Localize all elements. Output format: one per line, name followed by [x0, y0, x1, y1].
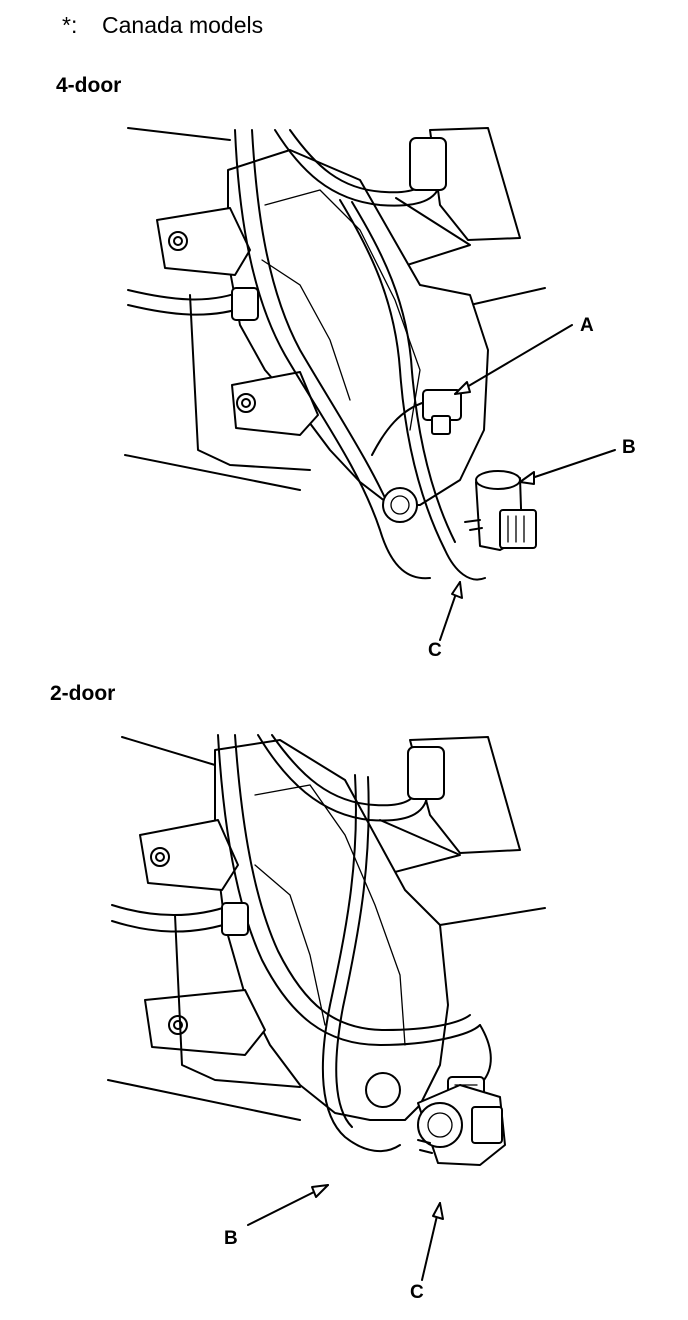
diagram-4-door	[0, 110, 688, 670]
callout-c-2door: C	[410, 1282, 424, 1303]
reservoir-grommet	[383, 488, 417, 522]
body-panel-line-right	[470, 288, 545, 305]
lower-mounting-bracket	[145, 990, 265, 1055]
reservoir-grommet	[366, 1073, 400, 1107]
reservoir-inner-contour-2	[255, 865, 325, 1025]
diagram-2-door	[0, 725, 688, 1315]
body-panel-line-top	[128, 128, 230, 140]
frame-lower-left	[175, 915, 300, 1087]
leader-b-arrow	[520, 472, 534, 484]
harness-left-branch	[128, 290, 245, 299]
motor-outlet-nozzle	[465, 520, 482, 530]
asterisk-symbol: *:	[62, 12, 78, 38]
leader-b-arrow	[312, 1185, 328, 1197]
reservoir-inner-contour-2	[262, 260, 350, 400]
heading-2-door: 2-door	[50, 682, 116, 705]
harness-clip	[222, 903, 248, 935]
harness-clip	[232, 288, 258, 320]
canada-models-note: *: Canada models	[62, 12, 263, 39]
callout-c-4door: C	[428, 640, 442, 661]
callout-a-4door: A	[580, 315, 594, 336]
main-wire-harness-edge	[252, 130, 395, 520]
upper-connector	[408, 747, 444, 799]
washer-hose-edge	[352, 202, 455, 542]
main-wire-harness	[218, 735, 480, 1045]
washer-hose	[323, 775, 400, 1151]
body-panel-line-right	[440, 908, 545, 925]
body-panel-line-bottom	[108, 1080, 300, 1120]
harness-to-connector	[480, 1025, 491, 1080]
harness-left-branch-2	[128, 305, 248, 315]
frame-lower-left	[190, 295, 310, 470]
washer-hose-edge	[336, 777, 368, 1127]
washer-motor-connector	[500, 510, 536, 548]
harness-left-branch-2	[112, 921, 236, 932]
harness-top-loop	[258, 735, 428, 821]
heading-4-door: 4-door	[56, 74, 122, 97]
harness-left-branch	[112, 905, 232, 915]
main-wire-harness	[235, 130, 430, 578]
main-wire-harness-edge	[235, 735, 470, 1030]
upper-mounting-bracket	[157, 208, 250, 275]
reservoir-inner-contour	[265, 190, 420, 430]
leader-a	[455, 325, 572, 394]
harness-to-connector-a	[372, 402, 425, 455]
harness-top-loop	[275, 130, 441, 206]
body-panel-line-bottom	[125, 455, 300, 490]
leader-c-arrow	[433, 1203, 443, 1219]
leader-a-arrow	[455, 382, 470, 394]
callout-b-2door: B	[224, 1228, 238, 1249]
lower-mounting-bracket	[232, 372, 318, 435]
washer-reservoir-tank	[215, 740, 448, 1120]
washer-hose	[340, 200, 485, 580]
reservoir-inner-contour	[255, 785, 405, 1045]
motor-outlet-nozzle	[418, 1140, 432, 1153]
body-panel-line-top	[122, 737, 215, 765]
upper-mounting-bracket	[140, 820, 238, 890]
callout-b-4door: B	[622, 437, 636, 458]
leader-c-arrow	[452, 582, 462, 598]
upper-connector	[410, 138, 446, 190]
leader-b	[520, 450, 615, 482]
note-text: Canada models	[102, 12, 264, 38]
upper-right-bracket	[430, 128, 520, 240]
